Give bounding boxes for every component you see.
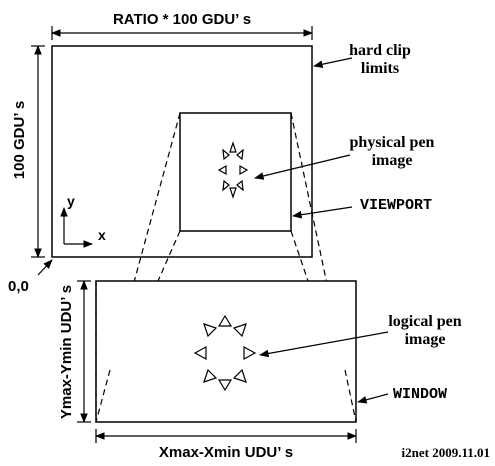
window-fill [96, 281, 356, 422]
y-axis-label: y [67, 193, 75, 209]
window-height-label: Ymax-Ymin UDU’ s [58, 285, 75, 419]
logical-pen-image [193, 314, 257, 392]
logical-pen-arrow [259, 331, 389, 358]
logical-pen-label-line1: logical pen [388, 313, 461, 330]
screen-height-label: 100 GDU’ s [11, 101, 28, 179]
projection-inner-right [344, 369, 357, 423]
physical-pen-label-line1: physical pen [350, 134, 435, 151]
window-width-label: Xmax-Xmin UDU’ s [159, 444, 293, 461]
physical-pen-image [217, 141, 249, 199]
window-label: WINDOW [393, 386, 447, 403]
origin-arrow [37, 259, 53, 276]
physical-pen-label-line2: image [372, 152, 413, 169]
hard-clip-arrow [313, 57, 353, 68]
projection-line-top-left [95, 112, 181, 423]
x-axis-label: x [98, 227, 106, 243]
hard-clip-box [51, 45, 313, 258]
window-box [95, 280, 357, 423]
hard-clip-label-line2: limits [361, 60, 399, 77]
logical-pen-label-line2: image [405, 331, 446, 348]
window-arrow [357, 393, 389, 404]
screen-width-label: RATIO * 100 GDU’ s [113, 11, 251, 28]
viewport-arrow [292, 206, 353, 219]
origin-label: 0,0 [8, 278, 29, 295]
viewport-label: VIEWPORT [360, 197, 432, 214]
hard-clip-label-line1: hard clip [349, 42, 411, 59]
viewport-box [179, 112, 292, 232]
credit-label: i2net 2009.11.01 [402, 445, 490, 460]
projection-inner-left [95, 369, 111, 423]
